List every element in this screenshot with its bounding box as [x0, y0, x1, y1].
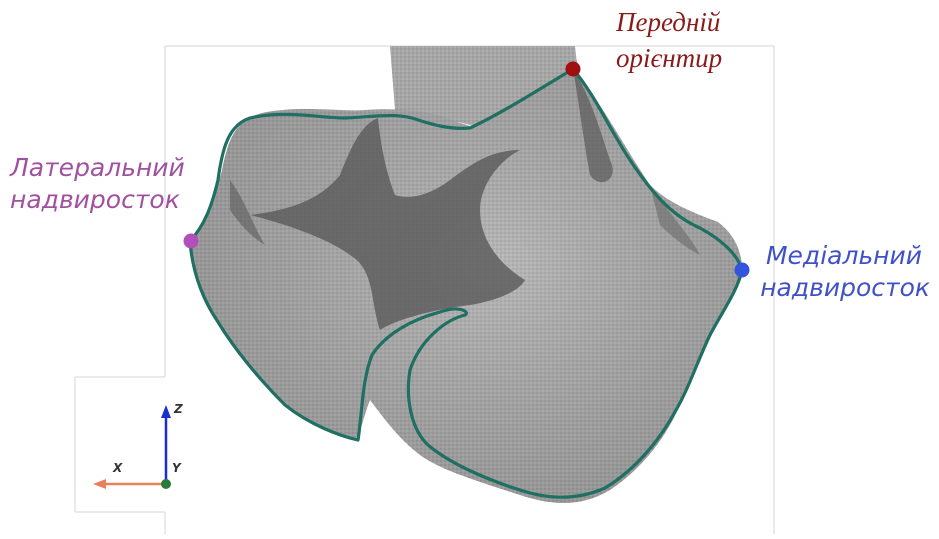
anterior-label-line1: Передній [616, 6, 722, 38]
medial-label-line1: Медіальний [758, 240, 930, 272]
lateral-epicondyle-point [184, 234, 199, 249]
axis-triad: Z X Y [93, 402, 183, 489]
x-axis-label: X [112, 461, 123, 475]
anterior-landmark-label: Передній орієнтир [616, 6, 722, 74]
lateral-label-line2: надвиросток [10, 184, 185, 216]
lateral-label-line1: Латеральний [10, 152, 185, 184]
anterior-landmark-point [566, 62, 581, 77]
z-axis-label: Z [173, 402, 183, 416]
medial-epicondyle-point [735, 263, 750, 278]
z-axis-arrow [161, 405, 171, 418]
lateral-epicondyle-label: Латеральний надвиросток [10, 152, 185, 216]
medial-label-line2: надвиросток [758, 272, 930, 304]
y-axis-dot [161, 479, 171, 489]
y-axis-label: Y [172, 461, 182, 475]
anterior-label-line2: орієнтир [616, 42, 722, 74]
medial-epicondyle-label: Медіальний надвиросток [758, 240, 930, 304]
x-axis-arrow [93, 479, 106, 489]
